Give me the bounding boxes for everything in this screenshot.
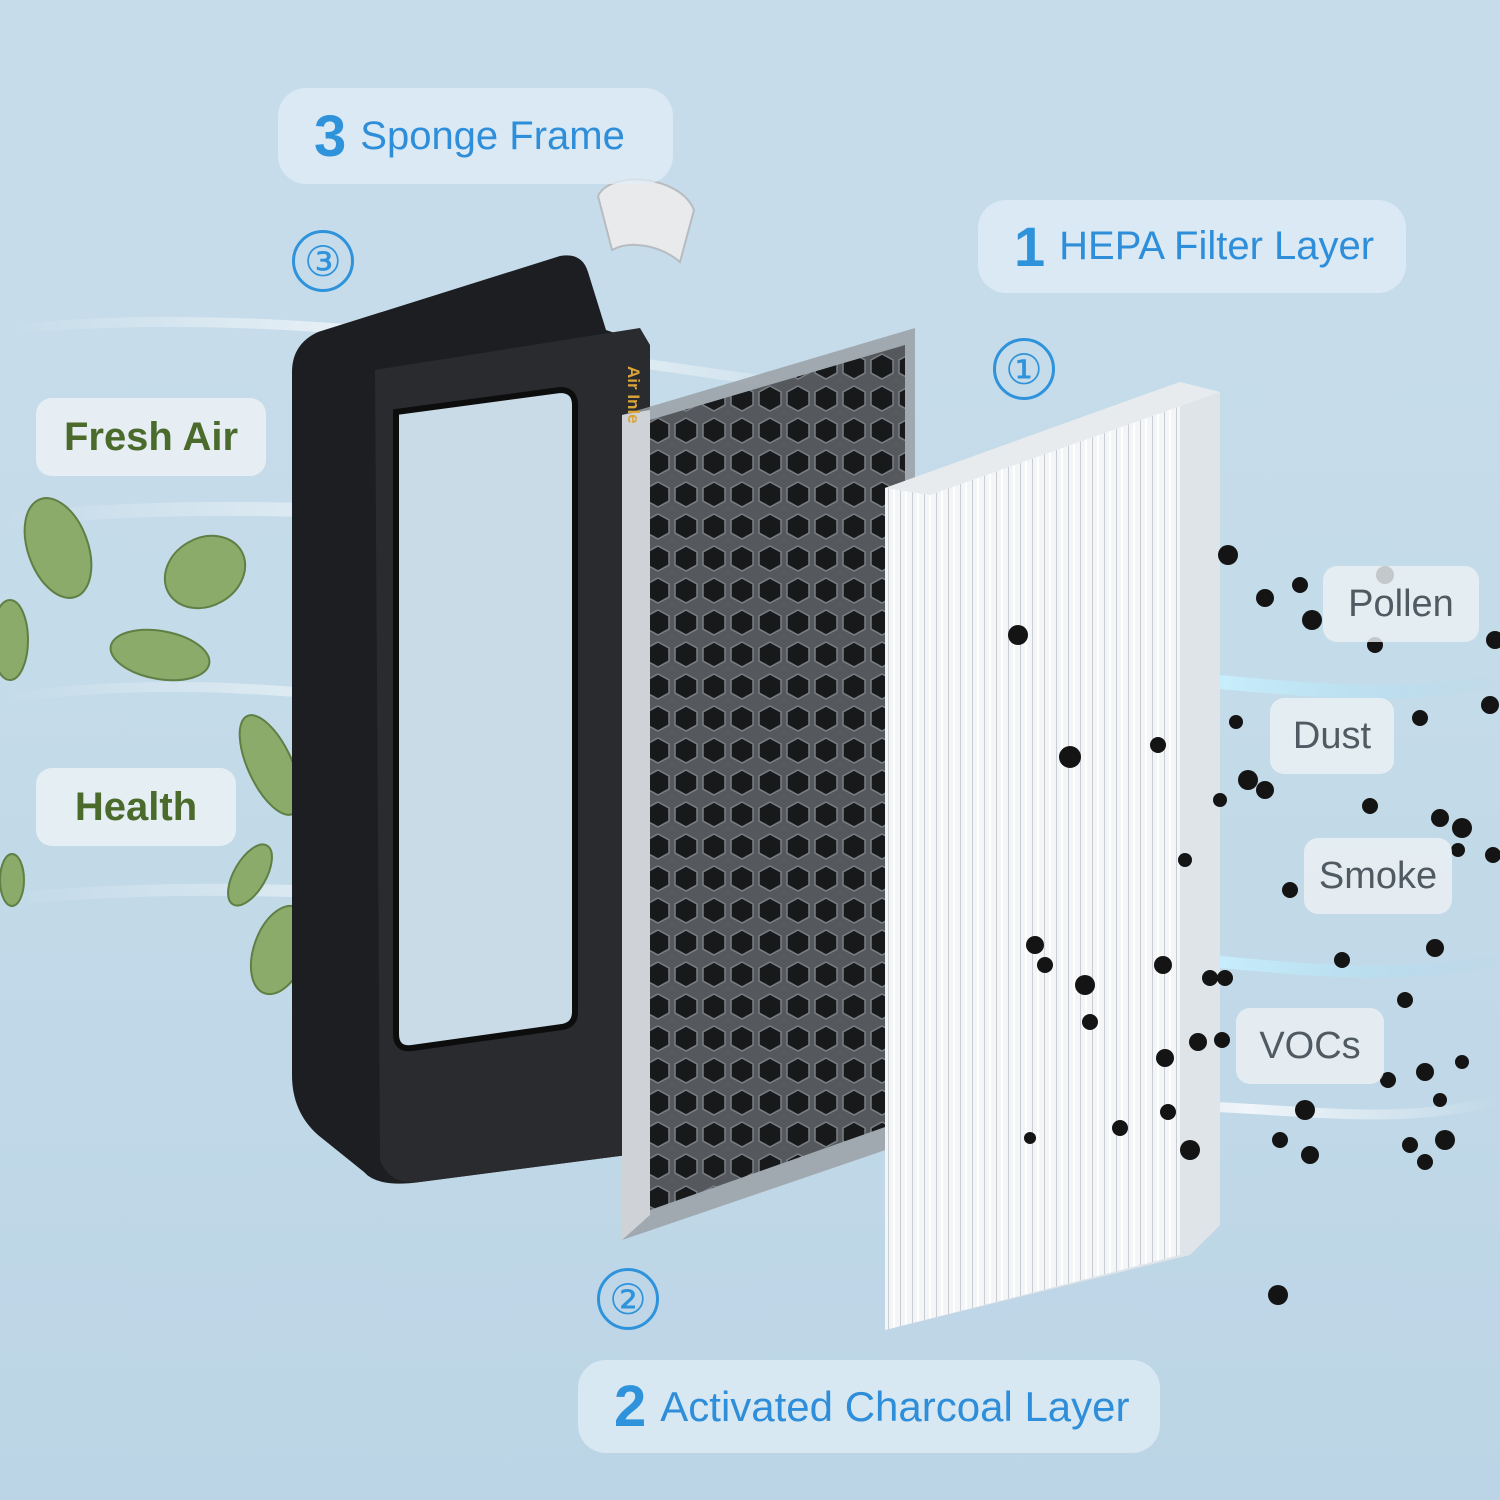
particle [1024, 1132, 1036, 1144]
particle [1380, 1072, 1396, 1088]
hepa-filter-label: 1 HEPA Filter Layer [978, 200, 1406, 293]
particle [1435, 1130, 1455, 1150]
particle [1402, 1137, 1418, 1153]
air-inlet-print: Air Inle [624, 366, 643, 424]
particle [1272, 1132, 1288, 1148]
vocs-tag: VOCs [1236, 1008, 1384, 1084]
particle [1238, 770, 1258, 790]
charcoal-layer-number: 2 [614, 1374, 647, 1439]
pollen-tag: Pollen [1323, 566, 1479, 642]
particle [1292, 577, 1308, 593]
particle [1256, 781, 1274, 799]
hepa-filter-number: 1 [1014, 215, 1046, 278]
circled-number-1: ① [993, 338, 1055, 400]
sponge-frame [292, 178, 696, 1184]
particle [1075, 975, 1095, 995]
particle [1282, 882, 1298, 898]
particle [1189, 1033, 1207, 1051]
smoke-tag: Smoke [1304, 838, 1452, 914]
particle [1026, 936, 1044, 954]
charcoal-layer [622, 328, 915, 1240]
particle [1451, 843, 1465, 857]
sponge-frame-number: 3 [314, 103, 347, 169]
particle [1455, 1055, 1469, 1069]
particle [1416, 1063, 1434, 1081]
circled-number-2: ② [597, 1268, 659, 1330]
circled-number-3: ③ [292, 230, 354, 292]
particle [1417, 1154, 1433, 1170]
hepa-layer [885, 382, 1220, 1330]
particle [1214, 1032, 1230, 1048]
particle [1295, 1100, 1315, 1120]
particle [1397, 992, 1413, 1008]
particle [1431, 809, 1449, 827]
leaves [0, 497, 435, 996]
particle [1082, 1014, 1098, 1030]
particle [1452, 818, 1472, 838]
particle [1059, 746, 1081, 768]
particle [1302, 610, 1322, 630]
particle [1229, 715, 1243, 729]
particle [1481, 696, 1499, 714]
particle [1486, 631, 1500, 649]
particle [1156, 1049, 1174, 1067]
particle [1433, 1093, 1447, 1107]
pollutant-particles [1008, 545, 1500, 1305]
particle [1178, 853, 1192, 867]
particle [1334, 952, 1350, 968]
particle [1362, 798, 1378, 814]
particle [1154, 956, 1172, 974]
particle [1180, 1140, 1200, 1160]
particle [1301, 1146, 1319, 1164]
particle [1202, 970, 1218, 986]
particle [1268, 1285, 1288, 1305]
particle [1412, 710, 1428, 726]
charcoal-layer-title: Activated Charcoal Layer [660, 1382, 1130, 1430]
particle [1112, 1120, 1128, 1136]
particle [1150, 737, 1166, 753]
particle [1426, 939, 1444, 957]
particle [1485, 847, 1500, 863]
particle [1218, 545, 1238, 565]
particle [1256, 589, 1274, 607]
particle [1213, 793, 1227, 807]
particle [1008, 625, 1028, 645]
dust-tag: Dust [1270, 698, 1394, 774]
particle [1160, 1104, 1176, 1120]
hepa-filter-title: HEPA Filter Layer [1059, 224, 1375, 268]
charcoal-layer-label: 2 Activated Charcoal Layer [578, 1360, 1160, 1453]
health-tag: Health [36, 768, 236, 846]
particle [1037, 957, 1053, 973]
fresh-air-tag: Fresh Air [36, 398, 266, 476]
particle [1217, 970, 1233, 986]
sponge-frame-label: 3 Sponge Frame [278, 88, 673, 184]
sponge-frame-title: Sponge Frame [360, 113, 625, 158]
